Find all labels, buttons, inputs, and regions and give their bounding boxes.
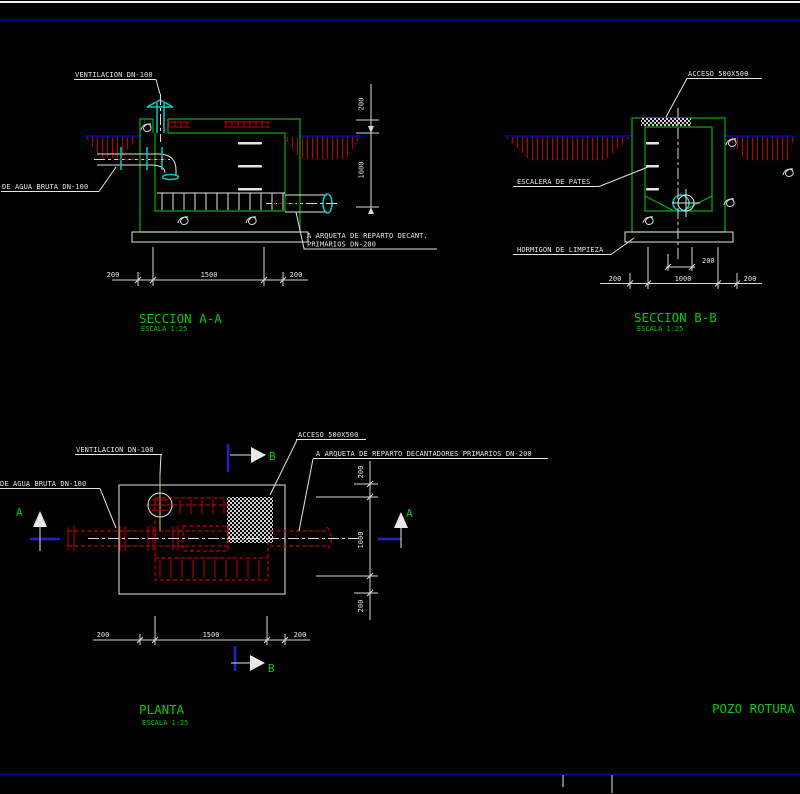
hormigon-label: HORMIGON DE LIMPIEZA: [517, 246, 604, 254]
arqueta-label-line2: PRIMARIOS DN-200: [307, 241, 376, 249]
planta-title: PLANTA: [139, 702, 185, 717]
ladder-rungs: [646, 142, 659, 191]
dim-200-bottom: 200: [357, 600, 365, 613]
dim-200-left: 200: [609, 275, 622, 283]
dim-1500-center: 1500: [203, 631, 220, 639]
inlet-pipe: [94, 147, 180, 181]
seccion-b-title: SECCION B-B: [634, 310, 717, 325]
vent-pipe-plan: [147, 474, 173, 532]
seccion-b-view: ACCESO 500X500 ESCALERA DE PATES HORMIGO…: [505, 70, 795, 333]
dimension-bottom: 200 1500 200: [107, 247, 308, 286]
planta-view: A A B B VENTILACION DN-100 DE AGUA BRU: [0, 431, 548, 727]
earth-hatch: [505, 136, 795, 161]
section-marker-a-left: A: [16, 506, 60, 551]
outlet-pipe: [266, 193, 340, 214]
agua-bruta-label: DE AGUA BRUTA DN-100: [2, 183, 88, 191]
seccion-a-title: SECCION A-A: [139, 311, 222, 326]
dim-1000-depth: 1000: [358, 162, 366, 179]
escalera-label: ESCALERA DE PATES: [517, 178, 590, 186]
earth-hatch: [85, 136, 361, 160]
label-arqueta: A ARQUETA DE REPARTO DECANT. PRIMARIOS D…: [295, 211, 437, 250]
marker-a-right-label: A: [406, 507, 413, 520]
dimension-bottom: 200 1000 200: [600, 247, 762, 289]
ventilacion-label: VENTILACION DN-100: [75, 71, 153, 79]
ventilacion-plan-label: VENTILACION DN-100: [76, 446, 154, 454]
dimension-right: 200 1000: [356, 84, 379, 214]
sump-pipe-section: [672, 189, 700, 217]
access-hatch-plan: [227, 497, 273, 543]
dim-1000-center: 1000: [357, 532, 365, 549]
seccion-b-scale: ESCALA 1:25: [637, 325, 683, 333]
dim-1000-center: 1000: [675, 275, 692, 283]
marker-a-left-label: A: [16, 506, 23, 519]
section-marker-a-right: A: [378, 507, 413, 548]
agua-bruta-plan-label: DE AGUA BRUTA DN-100: [0, 480, 86, 488]
section-marker-b-bottom: B: [231, 646, 275, 675]
dim-200-right: 200: [290, 271, 303, 279]
acceso-label: ACCESO 500X500: [688, 70, 748, 78]
drawing-title: POZO ROTURA: [712, 701, 795, 716]
arqueta-label-line1: A ARQUETA DE REPARTO DECANT.: [307, 232, 428, 240]
acceso-plan-label: ACCESO 500X500: [298, 431, 358, 439]
arqueta-plan-label: A ARQUETA DE REPARTO DECANTADORES PRIMAR…: [316, 450, 532, 458]
cleaning-slab: [624, 231, 734, 243]
dim-200-right: 200: [744, 275, 757, 283]
label-arqueta-plan: A ARQUETA DE REPARTO DECANTADORES PRIMAR…: [298, 450, 548, 532]
cleaning-slab: [131, 231, 309, 243]
label-acceso-plan: ACCESO 500X500: [269, 431, 366, 496]
outlet-pipe-plan: [270, 526, 333, 551]
dim-200-left: 200: [107, 271, 120, 279]
ladder-rungs: [238, 142, 262, 191]
top-slab-reinforcement: [167, 121, 270, 128]
section-marker-b-top: B: [226, 444, 276, 472]
top-border: [0, 1, 800, 21]
seccion-a-scale: ESCALA 1:25: [141, 325, 187, 333]
dim-200-right: 200: [294, 631, 307, 639]
dim-200-top: 200: [358, 98, 366, 111]
label-escalera: ESCALERA DE PATES: [513, 166, 649, 187]
label-ventilacion-plan: VENTILACION DN-100: [75, 446, 162, 475]
dimension-sump: 200: [664, 247, 715, 271]
marker-b-bottom-label: B: [268, 662, 275, 675]
dim-200-sump: 200: [702, 257, 715, 265]
dim-200-top: 200: [357, 466, 365, 479]
seccion-a-view: VENTILACION DN-100 DE AGUA BRUTA DN-100 …: [1, 71, 437, 333]
bottom-border: [0, 773, 800, 793]
label-agua-bruta-plan: DE AGUA BRUTA DN-100: [0, 480, 117, 529]
dimension-right: 200 1000 200: [316, 461, 378, 620]
label-hormigon: HORMIGON DE LIMPIEZA: [513, 237, 635, 255]
access-hatch: [641, 118, 691, 126]
planta-scale: ESCALA 1:25: [142, 719, 188, 727]
label-agua-bruta: DE AGUA BRUTA DN-100: [1, 166, 117, 192]
label-acceso: ACCESO 500X500: [665, 70, 762, 118]
tank-plan-outline: [118, 484, 286, 595]
dimension-bottom: 200 1500 200: [93, 616, 310, 645]
label-ventilacion: VENTILACION DN-100: [74, 71, 161, 95]
floor-screed-hatch: [157, 192, 285, 210]
marker-b-top-label: B: [269, 450, 276, 463]
dim-1500-center: 1500: [201, 271, 218, 279]
dim-200-left: 200: [97, 631, 110, 639]
vent-pipe: [146, 94, 174, 142]
